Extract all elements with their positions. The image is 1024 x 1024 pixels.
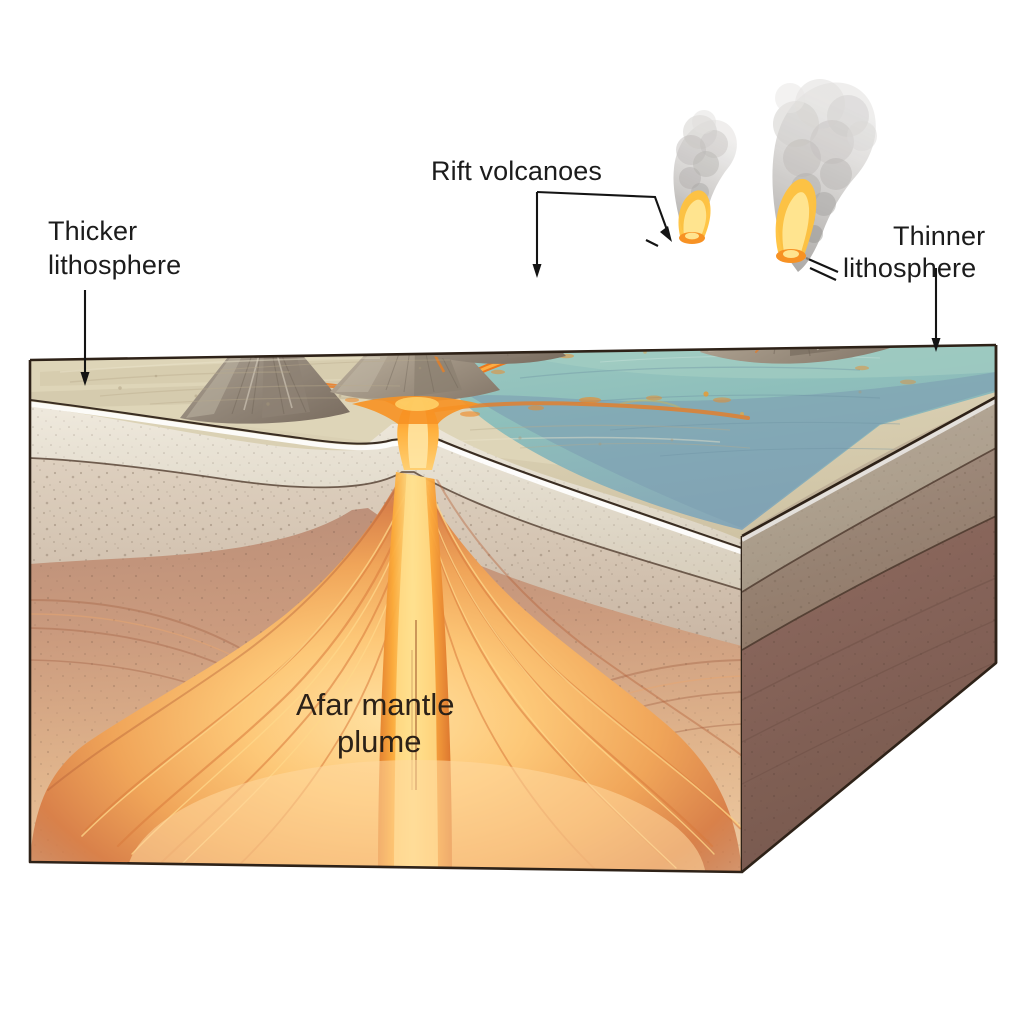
lava-branch-upper: [600, 306, 862, 338]
leader-rift-tick: [645, 239, 659, 247]
leader-thinner-tick-2: [809, 267, 837, 281]
leader-arrow-thicker: [80, 372, 90, 386]
leader-arrow-rift-angled: [660, 226, 672, 242]
volcano-cone: [518, 345, 652, 350]
label-plume-line2: plume: [337, 724, 421, 759]
label-rift-volcanoes: Rift volcanoes: [431, 156, 602, 186]
lithosphere-top-edge: [29, 457, 743, 591]
mantle-plume-group: [30, 444, 742, 872]
label-plume-line1: Afar mantle: [296, 687, 455, 722]
lava-fountain-right: [775, 178, 817, 263]
vent-glow: [395, 397, 439, 411]
front-crust-speckle: [30, 406, 742, 592]
front-face-group: [28, 360, 744, 874]
lake-weed: [619, 399, 681, 409]
label-thicker-lithosphere-line1: Thicker: [48, 216, 137, 246]
right-crust-speckle: [742, 397, 996, 596]
right-lithosphere-speckle: [742, 448, 996, 654]
ash-plumes-group: [673, 79, 877, 272]
lava-branch-up-right: [676, 280, 760, 316]
front-lithosphere-speckle: [30, 458, 742, 648]
plain-texture-light: [59, 357, 721, 443]
plume-base-glow: [126, 760, 706, 872]
volcano-cone: [330, 345, 500, 402]
volcano-cone-erupting: [604, 252, 780, 347]
leader-thinner-tick-1: [805, 257, 839, 273]
crust-top-highlight: [29, 401, 743, 555]
right-crust-highlight: [742, 399, 996, 542]
label-thicker-lithosphere-line2: lithosphere: [48, 250, 181, 280]
lava-fountain-left: [678, 190, 711, 244]
volcano-cone: [180, 345, 350, 424]
annotation-leaders: [80, 190, 941, 386]
top-face-outline: [29, 343, 997, 362]
volcano-cone: [840, 345, 958, 347]
label-thinner-lithosphere-line2: lithosphere: [843, 253, 976, 283]
flank-lava: [640, 252, 734, 336]
leader-arrow-thinner: [931, 338, 941, 352]
labels-group: Thicker lithosphere Rift volcanoes Thinn…: [48, 156, 985, 759]
plain-pebbles: [118, 366, 862, 446]
water-deep-tone: [470, 372, 996, 528]
lake-speck: [703, 391, 709, 397]
flank-lava: [732, 345, 844, 353]
leader-arrow-rift-vertical: [532, 264, 542, 278]
right-mantle-flowlines: [742, 577, 996, 785]
right-mantle-speckle: [742, 516, 996, 872]
crust-top-edge: [29, 398, 743, 549]
plume-conduit-group: [352, 396, 480, 470]
label-thinner-lithosphere-line1: Thinner: [893, 221, 985, 251]
top-surface-group: [29, 252, 997, 540]
right-face-group: [741, 345, 998, 874]
leader-rift-volcanoes-angled: [536, 190, 668, 231]
